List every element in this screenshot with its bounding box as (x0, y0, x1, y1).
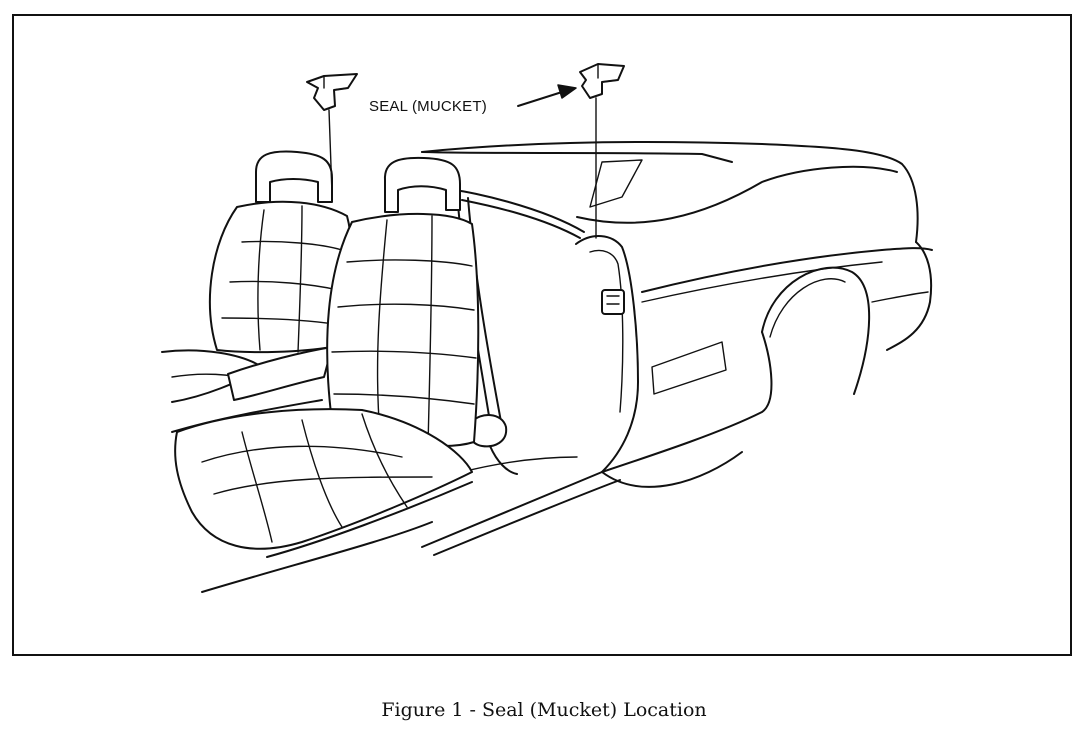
seal-part-left (306, 73, 358, 195)
seal-callout-label: SEAL (MUCKET) (369, 98, 487, 115)
convertible-car-illustration (161, 63, 933, 593)
figure-caption: Figure 1 - Seal (Mucket) Location (381, 699, 707, 721)
door-sill (201, 456, 621, 593)
rear-seat (161, 150, 352, 403)
callout-arrow (517, 84, 577, 107)
seal-part-right (579, 63, 625, 239)
figure-frame: SEAL (MUCKET) (12, 14, 1072, 656)
front-seat (174, 156, 480, 558)
